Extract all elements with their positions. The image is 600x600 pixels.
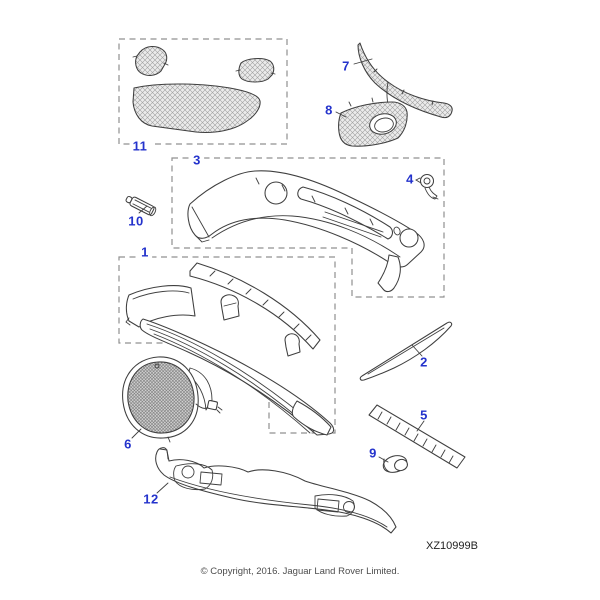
callout-leader-lines xyxy=(131,58,425,494)
diagram-code: XZ10999B xyxy=(426,540,478,552)
copyright-notice: © Copyright, 2016. Jaguar Land Rover Lim… xyxy=(200,566,400,577)
part-trim-strip xyxy=(359,321,453,381)
part-bumper-beam xyxy=(139,294,335,436)
part-screw-10 xyxy=(125,195,157,217)
callout-11[interactable]: 11 xyxy=(129,139,151,153)
callout-5[interactable]: 5 xyxy=(420,407,428,423)
part-mesh-patch-right xyxy=(235,58,276,83)
part-main-grille-mesh xyxy=(132,83,261,133)
callout-4[interactable]: 4 xyxy=(406,171,414,187)
part-bumper-end-panel xyxy=(125,285,196,328)
kit-box-11 xyxy=(118,38,288,145)
part-bracket-strip xyxy=(368,404,466,469)
callout-8[interactable]: 8 xyxy=(325,102,333,118)
callout-10[interactable]: 10 xyxy=(128,213,144,229)
part-lower-grille-mesh xyxy=(357,42,453,119)
part-bumper-armature xyxy=(187,170,425,293)
callout-2[interactable]: 2 xyxy=(420,354,428,370)
part-grommet-9 xyxy=(382,455,408,473)
part-valance-panel xyxy=(155,447,397,534)
part-fog-lamp-bezel xyxy=(338,97,408,147)
kit-box-1 xyxy=(118,256,336,434)
callout-12[interactable]: 12 xyxy=(143,491,159,507)
callout-6[interactable]: 6 xyxy=(124,436,132,452)
part-clip-4 xyxy=(415,173,439,200)
part-slotted-reinforcement xyxy=(189,262,321,350)
callout-7[interactable]: 7 xyxy=(342,58,350,74)
part-mesh-patch-left xyxy=(132,45,169,76)
callout-3[interactable]: 3 xyxy=(190,153,204,167)
part-oval-grille xyxy=(122,356,223,443)
callout-9[interactable]: 9 xyxy=(369,445,377,461)
callout-1[interactable]: 1 xyxy=(138,245,152,259)
